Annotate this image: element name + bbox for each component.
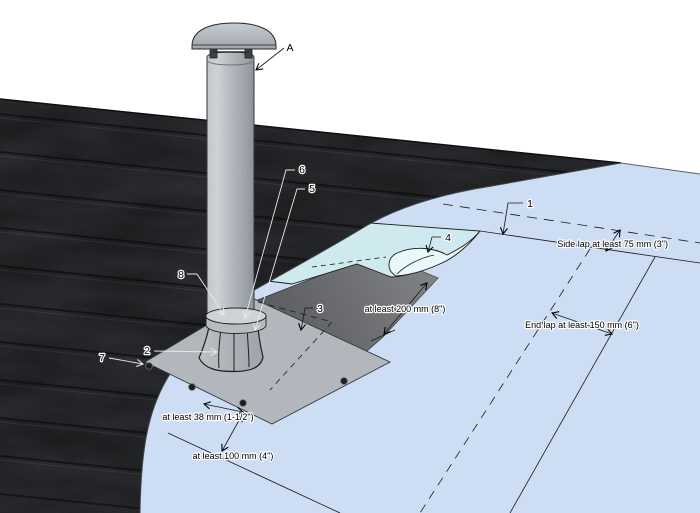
callout-8: 8 (178, 269, 184, 281)
end-lap-edge-line (509, 256, 656, 513)
nail (340, 377, 348, 385)
callout-4: 4 (445, 232, 451, 244)
pipe-texture-dark (206, 51, 255, 320)
course-edge-line (479, 230, 700, 264)
leader-a (255, 47, 285, 71)
membrane-exposure-dimension-line (383, 282, 428, 335)
leader-8 (187, 273, 225, 316)
callout-3: 3 (317, 303, 323, 315)
leader-1 (499, 202, 523, 236)
callout-1: 1 (527, 198, 533, 210)
end-lap-dashed-line (419, 248, 591, 513)
side-lap-dashed-line (442, 203, 700, 244)
underlayment-top-edge (620, 162, 700, 175)
membrane-exposure-label: at least 200 mm (8") (365, 304, 446, 314)
callout-7: 7 (99, 352, 105, 364)
flange-bottom-dimension-line (221, 414, 243, 452)
annotations: Side lap at least 75 mm (3") End lap at … (98, 41, 669, 462)
flange-side-label: at least 38 mm (1-1/2") (162, 412, 253, 422)
underlayment-course-lines (167, 203, 700, 513)
leader-7 (108, 357, 145, 367)
end-lap-label: End lap at least 150 mm (6") (525, 320, 639, 330)
collar-top (205, 307, 267, 325)
end-lap-dimension-line (550, 311, 614, 336)
leader-3 (298, 307, 313, 332)
callout-a: A (286, 42, 293, 54)
leader-6 (242, 169, 295, 320)
lower-course-line (167, 432, 341, 513)
extension-tick (370, 329, 396, 342)
rubber-boot (198, 326, 264, 373)
leader-2 (153, 347, 219, 356)
callout-5: 5 (309, 183, 315, 195)
membrane-hidden-outline (257, 301, 333, 391)
nail (188, 383, 196, 391)
side-lap-dimension-line (605, 229, 621, 252)
flange-bottom-label: at least 100 mm (4") (193, 451, 274, 461)
flap-curl-crease (396, 254, 435, 275)
vent-pipe-assembly (191, 22, 277, 373)
storm-collar (205, 307, 267, 334)
leader-4 (425, 236, 441, 254)
leader-5 (252, 188, 305, 332)
nail (145, 362, 153, 370)
callout-2: 2 (144, 345, 150, 357)
rain-cap (191, 22, 277, 59)
ridge-line (0, 98, 622, 164)
underlayment-flap (266, 222, 481, 285)
flange-side-dimension-line (202, 401, 245, 415)
flap-curl-underside (388, 230, 481, 277)
flap-hidden-line (311, 256, 387, 268)
callout-6: 6 (299, 164, 305, 176)
side-lap-label: Side lap at least 75 mm (3") (557, 239, 668, 249)
pipe-rim-line (206, 59, 255, 66)
shingle-cut-edge (139, 162, 622, 513)
nail (239, 399, 247, 407)
